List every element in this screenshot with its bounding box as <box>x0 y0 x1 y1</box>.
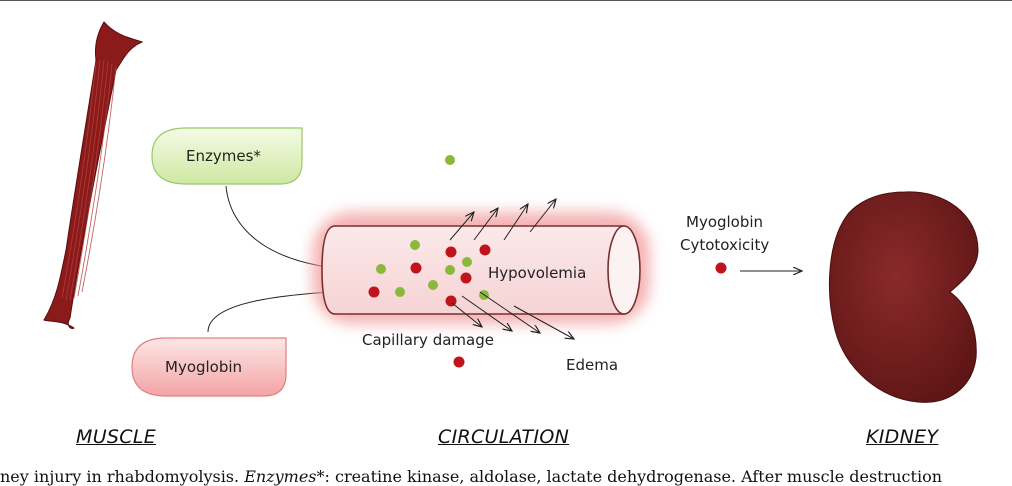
enzyme-dot <box>445 265 455 275</box>
edema-label: Edema <box>566 356 619 374</box>
myoglobin-cytotoxicity-line2: Cytotoxicity <box>680 236 770 254</box>
myoglobin-dot <box>410 262 422 274</box>
section-kidney: KIDNEY <box>866 426 939 448</box>
caption-part-2: Enzymes* <box>244 467 325 486</box>
capillary-damage-label: Capillary damage <box>362 331 494 349</box>
myoglobin-dot <box>453 356 465 368</box>
section-muscle: MUSCLE <box>76 426 157 448</box>
enzyme-dot <box>376 264 386 274</box>
enzyme-dots <box>376 155 489 300</box>
muscle-illustration <box>43 21 144 329</box>
caption-part-3: : creatine kinase, aldolase, lactate deh… <box>324 467 943 486</box>
myoglobin-dot <box>715 262 727 274</box>
edema-arrows <box>451 291 574 339</box>
myoglobin-bubble <box>131 337 287 397</box>
enzymes-bubble <box>151 127 303 185</box>
enzyme-dot <box>428 280 438 290</box>
myoglobin-dot <box>445 246 457 258</box>
enzyme-dot <box>445 155 455 165</box>
myoglobin-label: Myoglobin <box>165 358 243 376</box>
section-circulation: CIRCULATION <box>438 426 570 448</box>
kidney-illustration <box>828 191 979 403</box>
myoglobin-dot <box>479 244 491 256</box>
myoglobin-dot <box>460 272 472 284</box>
myoglobin-cytotoxicity-line1: Myoglobin <box>686 213 764 231</box>
enzymes-label: Enzymes* <box>186 147 261 165</box>
enzyme-dot <box>462 257 472 267</box>
myoglobin-dots <box>368 244 727 368</box>
myoglobin-dot <box>368 286 380 298</box>
hypovolemia-arrows <box>449 199 556 241</box>
caption-part-1: ney injury in rhabdomyolysis. <box>0 467 245 486</box>
blood-vessel <box>312 212 650 324</box>
hypovolemia-label: Hypovolemia <box>488 264 587 282</box>
enzyme-dot <box>410 240 420 250</box>
figure-caption: ney injury in rhabdomyolysis. Enzymes*: … <box>0 467 1012 486</box>
enzyme-dot <box>395 287 405 297</box>
myoglobin-dot <box>445 295 457 307</box>
top-rule <box>0 0 1012 1</box>
